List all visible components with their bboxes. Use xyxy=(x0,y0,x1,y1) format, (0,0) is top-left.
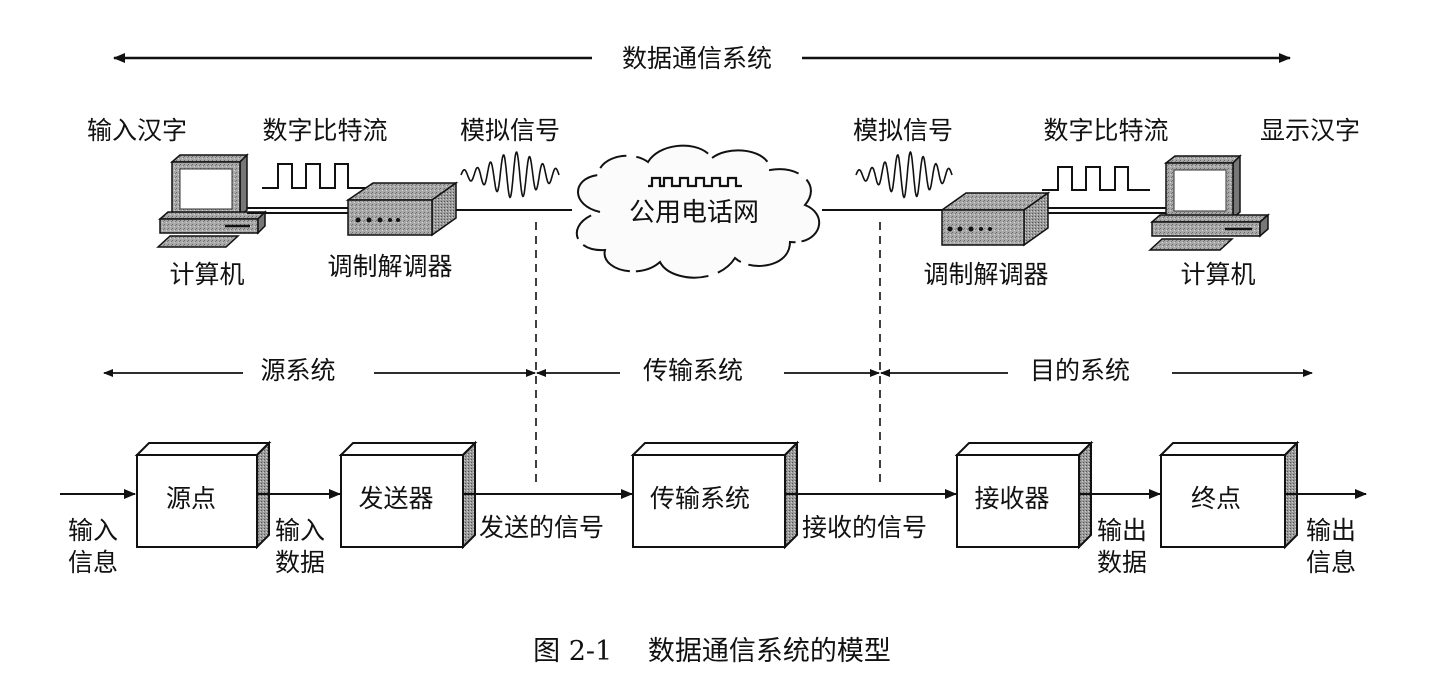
display-chinese-label: 显示汉字 xyxy=(1259,116,1361,145)
left-digital-cable xyxy=(247,207,352,214)
flow-label-sent-signal: 发送的信号 xyxy=(479,513,605,542)
block-label-destination: 终点 xyxy=(1190,484,1242,513)
flow-label-line: 输入 xyxy=(68,516,119,545)
destination-system-label: 目的系统 xyxy=(1029,356,1131,385)
right-digital-cable xyxy=(1048,207,1168,214)
network-pulse-icon xyxy=(648,176,742,188)
left-digital-bitstream-icon xyxy=(262,163,368,189)
block-destination xyxy=(1158,440,1300,550)
block-transmitter xyxy=(338,440,478,550)
flow-label-line: 输入 xyxy=(275,516,326,545)
block-label-transmitter: 发送器 xyxy=(358,484,434,513)
flow-label-line: 数据 xyxy=(1097,548,1148,577)
block-transmission-system xyxy=(630,440,800,550)
flow-label-line: 输出 xyxy=(1306,516,1357,545)
flow-label-output-info: 输出 信息 xyxy=(1306,515,1356,579)
flow-label-output-data: 输出 数据 xyxy=(1097,515,1147,579)
block-receiver xyxy=(954,440,1094,550)
right-digital-bitstream-icon xyxy=(1042,166,1150,191)
right-analog-signal-label: 模拟信号 xyxy=(852,116,954,145)
figure-caption: 图 2-1 数据通信系统的模型 xyxy=(533,636,891,667)
public-telephone-network-cloud xyxy=(575,144,821,279)
public-telephone-network-label: 公用电话网 xyxy=(628,198,760,228)
flow-label-line: 信息 xyxy=(68,548,119,577)
source-system-label: 源系统 xyxy=(260,356,336,385)
right-computer-icon xyxy=(1148,154,1270,251)
right-modem-label: 调制解调器 xyxy=(923,260,1049,289)
block-label-receiver: 接收器 xyxy=(974,484,1050,513)
block-label-transmission-system: 传输系统 xyxy=(649,484,751,513)
block-label-source: 源点 xyxy=(165,484,217,513)
input-chinese-label: 输入汉字 xyxy=(86,116,188,145)
left-digital-bitstream-label: 数字比特流 xyxy=(262,116,388,145)
flow-label-input-info: 输入 信息 xyxy=(68,515,118,579)
left-computer-icon xyxy=(156,153,267,248)
data-comm-system-label: 数据通信系统 xyxy=(621,44,773,73)
right-digital-bitstream-label: 数字比特流 xyxy=(1043,116,1169,145)
right-computer-label: 计算机 xyxy=(1180,260,1256,289)
right-analog-signal-icon xyxy=(855,151,953,199)
left-computer-label: 计算机 xyxy=(169,260,245,289)
flow-label-line: 数据 xyxy=(275,548,326,577)
right-modem-icon xyxy=(939,191,1051,247)
left-modem-label: 调制解调器 xyxy=(327,252,453,281)
transmission-system-label: 传输系统 xyxy=(642,356,744,385)
left-analog-signal-icon xyxy=(460,151,560,199)
flow-label-input-data: 输入 数据 xyxy=(275,515,325,579)
left-modem-icon xyxy=(345,181,459,237)
flow-label-line: 信息 xyxy=(1306,548,1357,577)
left-analog-signal-label: 模拟信号 xyxy=(459,116,561,145)
flow-label-received-signal: 接收的信号 xyxy=(802,513,928,542)
flow-label-line: 输出 xyxy=(1097,516,1148,545)
